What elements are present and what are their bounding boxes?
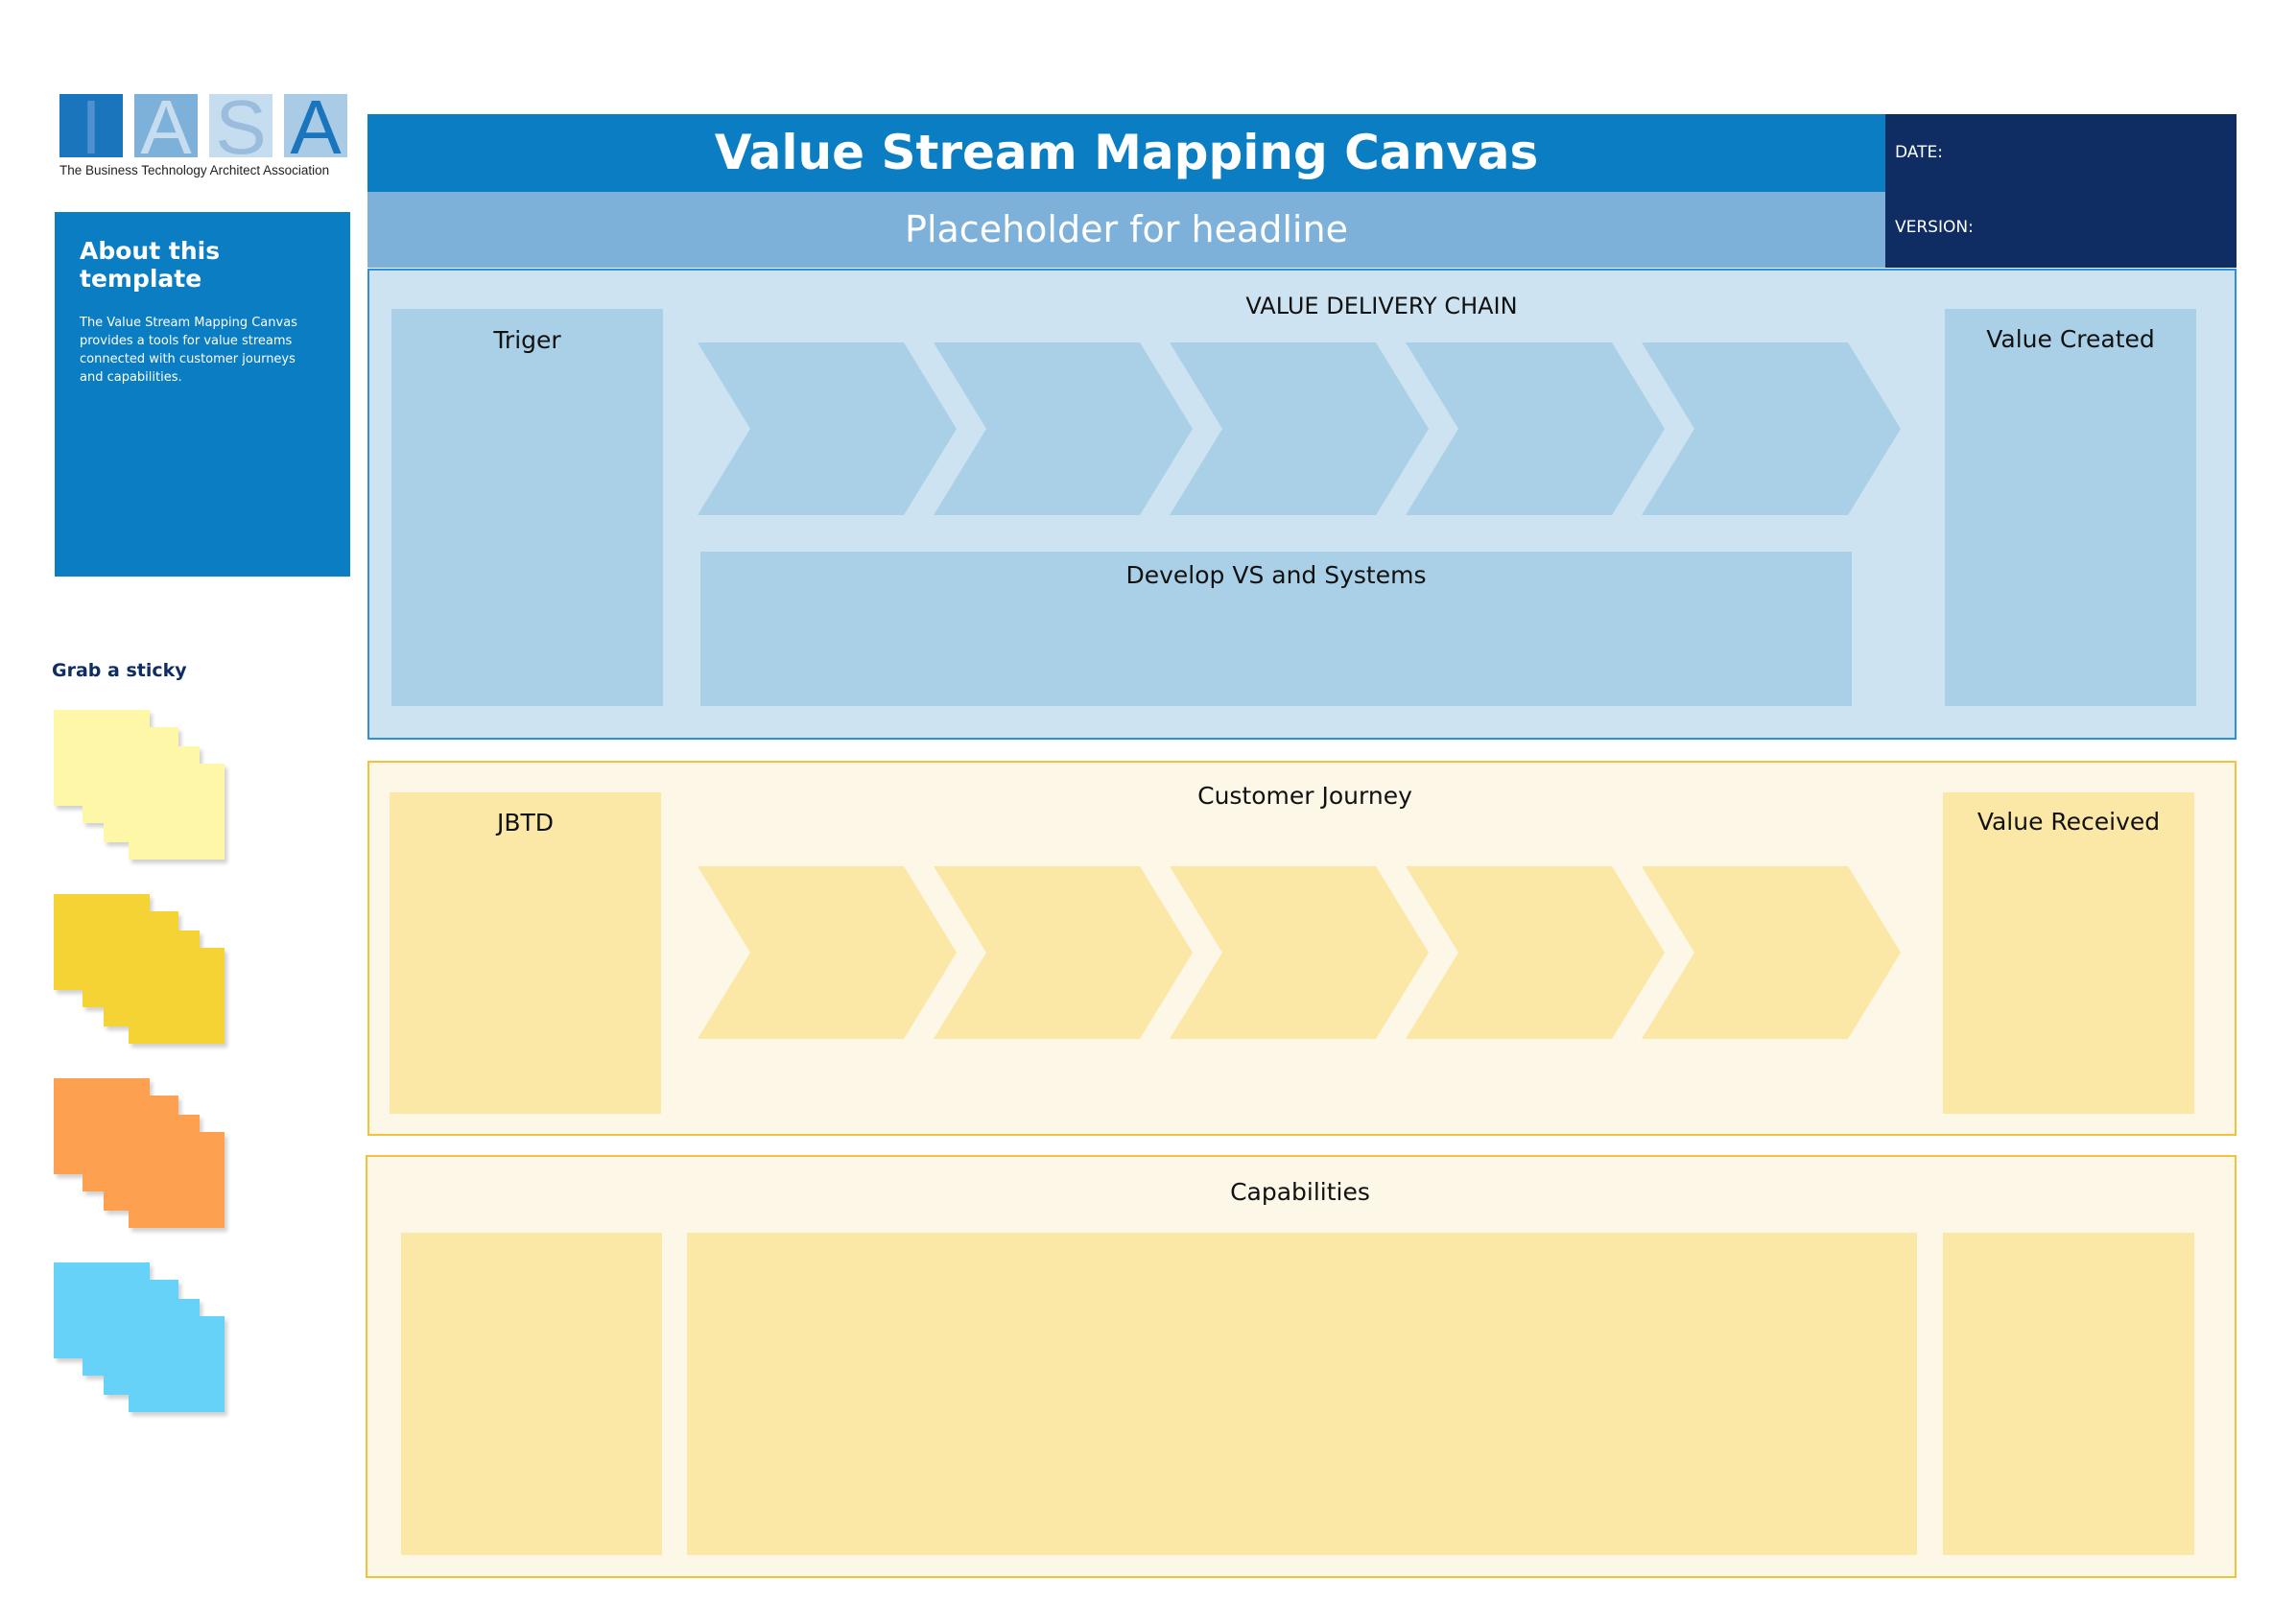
develop-box[interactable] bbox=[700, 552, 1852, 706]
date-label: DATE: bbox=[1895, 143, 1943, 162]
value-delivery-heading: VALUE DELIVERY CHAIN bbox=[1245, 293, 1518, 319]
trigger-label: Triger bbox=[493, 326, 561, 354]
version-label: VERSION: bbox=[1895, 218, 1974, 237]
about-title: About this template bbox=[80, 237, 221, 293]
chevron-step[interactable] bbox=[1642, 342, 1901, 515]
chevron-step[interactable] bbox=[1406, 866, 1665, 1039]
customer-journey-heading: Customer Journey bbox=[1197, 782, 1412, 810]
chevron-step[interactable] bbox=[1642, 866, 1901, 1039]
value-chain-chevrons bbox=[698, 342, 1901, 515]
sticky-note[interactable] bbox=[129, 1316, 225, 1412]
sticky-note[interactable] bbox=[129, 1132, 225, 1228]
iasa-logo: I A S A bbox=[59, 94, 347, 157]
sticky-stack-blue[interactable] bbox=[54, 1262, 226, 1426]
about-text: The Value Stream Mapping Canvas provides… bbox=[80, 316, 297, 385]
chevron-step[interactable] bbox=[698, 342, 957, 515]
customer-journey-chevrons bbox=[698, 866, 1901, 1039]
chevron-step[interactable] bbox=[934, 342, 1193, 515]
jbtd-box[interactable] bbox=[390, 792, 661, 1114]
value-received-box[interactable] bbox=[1943, 792, 2194, 1114]
capabilities-right-box[interactable] bbox=[1943, 1233, 2194, 1555]
logo-letter-i: I bbox=[81, 94, 102, 157]
sticky-note[interactable] bbox=[129, 948, 225, 1044]
chevron-step[interactable] bbox=[1406, 342, 1665, 515]
value-received-label: Value Received bbox=[1976, 808, 2161, 836]
chevron-step[interactable] bbox=[698, 866, 957, 1039]
about-panel: About this template The Value Stream Map… bbox=[55, 212, 350, 577]
chevron-step[interactable] bbox=[934, 866, 1193, 1039]
sticky-stack-yellow[interactable] bbox=[54, 894, 226, 1057]
sticky-note[interactable] bbox=[129, 764, 225, 860]
chevron-step[interactable] bbox=[1170, 866, 1429, 1039]
grab-sticky-label: Grab a sticky bbox=[52, 660, 187, 681]
headline-placeholder[interactable]: Placeholder for headline bbox=[367, 192, 1885, 268]
jbtd-label: JBTD bbox=[496, 809, 555, 837]
value-created-label: Value Created bbox=[1986, 325, 2155, 353]
meta-box: DATE: VERSION: bbox=[1885, 114, 2237, 268]
logo-letter-a2: A bbox=[290, 94, 342, 157]
logo-tagline: The Business Technology Architect Associ… bbox=[59, 163, 330, 177]
capabilities-main-box[interactable] bbox=[687, 1233, 1917, 1555]
value-created-box[interactable] bbox=[1945, 309, 2196, 706]
logo-letter-a1: A bbox=[140, 94, 192, 157]
canvas-title: Value Stream Mapping Canvas bbox=[367, 114, 1885, 192]
trigger-box[interactable] bbox=[391, 309, 663, 706]
develop-label: Develop VS and Systems bbox=[1125, 561, 1427, 589]
logo-letter-s: S bbox=[215, 94, 266, 157]
sticky-stack-light-yellow[interactable] bbox=[54, 710, 226, 873]
sticky-stack-orange[interactable] bbox=[54, 1078, 226, 1241]
capabilities-left-box[interactable] bbox=[401, 1233, 662, 1555]
capabilities-heading: Capabilities bbox=[1230, 1178, 1370, 1206]
chevron-step[interactable] bbox=[1170, 342, 1429, 515]
